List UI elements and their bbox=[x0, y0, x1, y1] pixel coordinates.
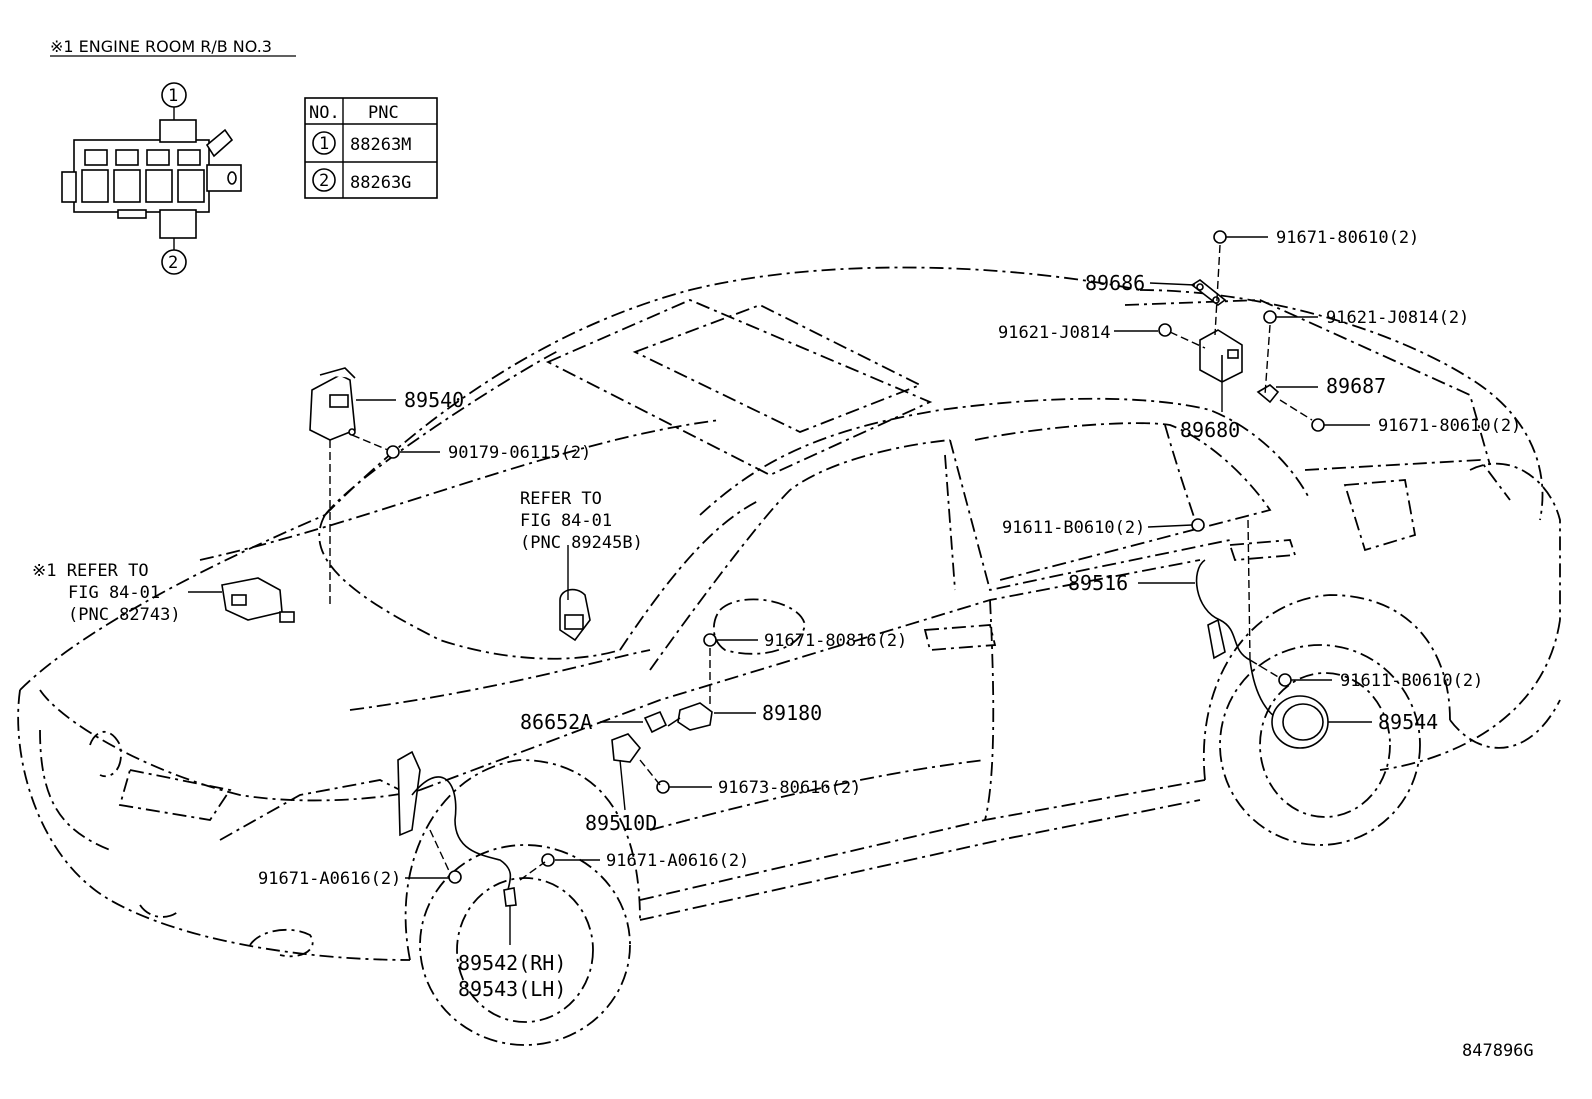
table-row-1-pnc: 88263M bbox=[350, 135, 411, 155]
refer-center-line-2: FIG 84-01 bbox=[520, 511, 612, 531]
bolt-icon bbox=[1191, 518, 1205, 532]
label-91671-80610-right: 91671-80610(2) bbox=[1378, 416, 1521, 436]
label-89544: 89544 bbox=[1378, 710, 1438, 734]
relay-block-inset: ※1 ENGINE ROOM R/B NO.3 1 2 bbox=[50, 37, 438, 275]
sensor-89180-icon bbox=[667, 702, 713, 731]
label-89510d: 89510D bbox=[585, 811, 657, 835]
table-row-1-no: 1 bbox=[319, 134, 329, 154]
alignment-lines bbox=[329, 244, 1313, 881]
label-91611-b0610-lower: 91611-B0610(2) bbox=[1340, 671, 1483, 691]
label-89180: 89180 bbox=[762, 701, 822, 725]
label-89543-lh: 89543(LH) bbox=[458, 977, 566, 1001]
label-90179-06115: 90179-06115(2) bbox=[448, 443, 591, 463]
bolt-icon bbox=[703, 633, 717, 647]
table-header-no: NO. bbox=[309, 103, 340, 123]
front-speed-sensor-icon bbox=[397, 750, 517, 945]
figure-id: 847896G bbox=[1462, 1041, 1534, 1061]
table-header-pnc: PNC bbox=[368, 103, 399, 123]
car-outline bbox=[17, 266, 1561, 1046]
callout-circle-2 bbox=[161, 249, 187, 275]
label-89680: 89680 bbox=[1180, 418, 1240, 442]
label-86652a: 86652A bbox=[520, 710, 592, 734]
label-89542-rh: 89542(RH) bbox=[458, 951, 566, 975]
label-91673-80616: 91673-80616(2) bbox=[718, 778, 861, 798]
ecu-89680-icon bbox=[1199, 329, 1243, 383]
leader-lines bbox=[188, 236, 1372, 879]
label-89540: 89540 bbox=[404, 388, 464, 412]
bolt-icon bbox=[1278, 673, 1292, 687]
sensor-89510d-icon bbox=[611, 733, 642, 811]
label-91621-j0814-left: 91621-J0814 bbox=[998, 323, 1111, 343]
bolt-icon bbox=[1311, 418, 1325, 432]
callout-2-text: 2 bbox=[168, 253, 178, 273]
clip-89687-icon bbox=[1256, 384, 1280, 404]
label-91671-80816: 91671-80816(2) bbox=[764, 631, 907, 651]
relay-82743-icon bbox=[221, 577, 295, 623]
label-89516: 89516 bbox=[1068, 571, 1128, 595]
bolt-icon bbox=[1213, 230, 1227, 244]
connector-86652a-icon bbox=[643, 710, 668, 734]
yaw-sensor-icon bbox=[559, 588, 591, 642]
label-91671-a0616-left: 91671-A0616(2) bbox=[258, 869, 401, 889]
refer-left-line-3: (PNC 82743) bbox=[68, 605, 181, 625]
pnc-table: NO. PNC 1 88263M 2 88263G bbox=[304, 97, 438, 199]
label-91671-80610-top: 91671-80610(2) bbox=[1276, 228, 1419, 248]
rear-speed-sensor-icon bbox=[1195, 559, 1329, 749]
refer-center-line-3: (PNC 89245B) bbox=[520, 533, 643, 553]
bolt-icon bbox=[448, 870, 462, 884]
label-91671-a0616-right: 91671-A0616(2) bbox=[606, 851, 749, 871]
part-labels: 91671-80610(2) 89686 91621-J0814 91621-J… bbox=[32, 228, 1534, 1061]
table-row-2-pnc: 88263G bbox=[350, 173, 411, 193]
label-91621-j0814-right: 91621-J0814(2) bbox=[1326, 308, 1469, 328]
inset-title: ※1 ENGINE ROOM R/B NO.3 bbox=[50, 37, 272, 56]
bolt-icon bbox=[1263, 310, 1277, 324]
label-89686: 89686 bbox=[1085, 271, 1145, 295]
bolt-icon bbox=[541, 853, 555, 867]
label-91611-b0610-upper: 91611-B0610(2) bbox=[1002, 518, 1145, 538]
bolt-icon bbox=[1158, 323, 1172, 337]
ecu-89540-icon bbox=[309, 367, 356, 441]
callout-1-text: 1 bbox=[168, 86, 178, 106]
label-89687: 89687 bbox=[1326, 374, 1386, 398]
relay-block-icon bbox=[61, 119, 242, 239]
refer-left-line-1: ※1 REFER TO bbox=[32, 561, 149, 581]
refer-center-line-1: REFER TO bbox=[520, 489, 602, 509]
table-row-2-no: 2 bbox=[319, 171, 329, 191]
nut-icon bbox=[386, 445, 400, 459]
refer-left-line-2: FIG 84-01 bbox=[68, 583, 160, 603]
